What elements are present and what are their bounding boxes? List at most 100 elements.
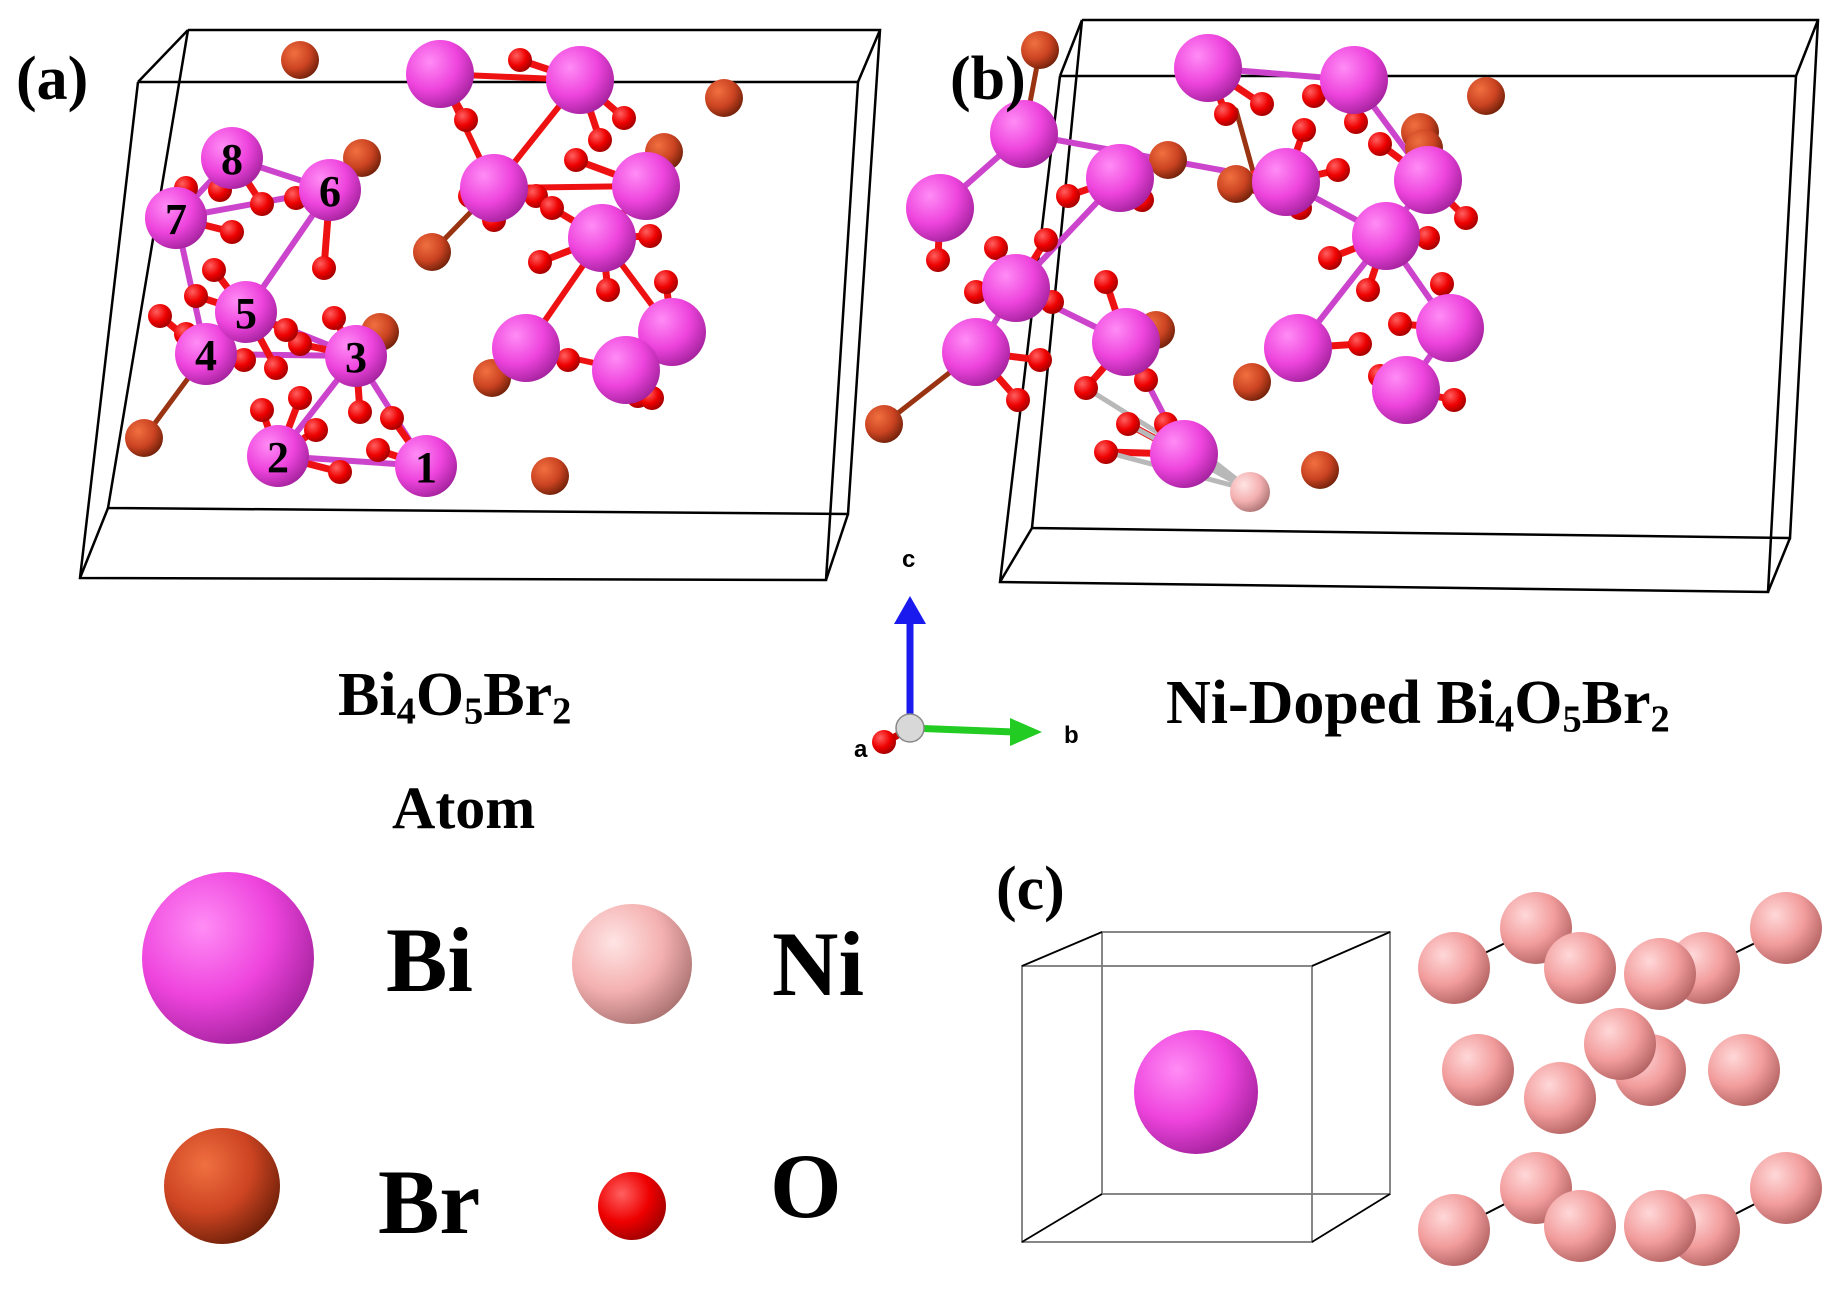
formula-a-br: Br [483,661,553,729]
o-atom [1250,92,1274,116]
br-atom [1021,31,1059,69]
axis-label-b: b [1064,722,1079,749]
atom-number-5: 5 [235,289,257,338]
legend-title: Atom [392,775,536,841]
bi-atom [1264,314,1332,382]
o-atom [1356,278,1380,302]
br-atom [865,405,903,443]
o-atom [1292,118,1316,142]
bi-atom [1320,46,1388,114]
o-atom [202,258,226,282]
ni-atom [1544,932,1616,1004]
o-atom [1302,84,1326,108]
formula-b-br: Br [1581,669,1651,737]
ni-atom [1708,1034,1780,1106]
o-atom [556,348,580,372]
atom-number-7: 7 [165,195,187,244]
br-atom [1467,77,1505,115]
ni-atom [1750,1152,1822,1224]
o-atom [148,304,172,328]
bi-atom [612,152,680,220]
o-atom [304,418,328,442]
o-atom [322,306,346,330]
o-atom [1344,110,1368,134]
o-atom [1034,228,1058,252]
o-atom [274,318,298,342]
o-atom [184,284,208,308]
axis-b-shaft [909,724,1015,736]
bi-atom-7 [145,187,207,249]
formula-b-o-count: 5 [1562,698,1582,741]
o-atom [612,106,636,130]
bi-atom-cubic [1134,1030,1258,1154]
o-atom [454,108,478,132]
o-atom [564,148,588,172]
br-atom [531,457,569,495]
panel-label-a: (a) [16,45,89,113]
o-atom [1326,158,1350,182]
bi-br-bond [1233,107,1259,185]
o-atom [1368,132,1392,156]
ni-atom [1750,892,1822,964]
bi-atom [1416,294,1484,362]
axis-label-c: c [902,546,916,573]
bi-atom [406,40,474,108]
o-atom [508,48,532,72]
formula-a-br-count: 2 [552,690,572,733]
o-atom [250,398,274,422]
bi-atom [1086,144,1154,212]
bi-atom-1 [395,435,457,497]
axis-b-arrowhead [1010,718,1042,746]
ni-atom [1442,1034,1514,1106]
o-atom [220,220,244,244]
br-atom [1149,141,1187,179]
ni-fcc-atoms [1418,892,1822,1266]
bi-atom [982,254,1050,322]
o-atom [1214,102,1238,126]
unit-cell-b [998,18,1820,594]
legend-label-br: Br [378,1151,481,1253]
legend-label-bi: Bi [386,909,473,1011]
bi-atom-2 [247,425,309,487]
formula-b-o: O [1514,669,1563,737]
bi-atom [1150,420,1218,488]
br-atom [125,419,163,457]
atom-number-6: 6 [319,167,341,216]
o-atom [1348,332,1372,356]
legend-label-ni: Ni [772,913,864,1015]
bi-atom [1174,34,1242,102]
bi-atom [1092,308,1160,376]
br-atom [281,41,319,79]
br-atom [1233,363,1271,401]
o-atom [1094,440,1118,464]
bond-layer [141,47,1470,511]
bi-atom [906,174,974,242]
ni-atom [1624,1190,1696,1262]
formula-a-o-count: 5 [464,690,484,733]
bi-atom [546,46,614,114]
axis-origin [895,713,925,743]
br-atom [1301,451,1339,489]
formula-a-bi: Bi [338,661,397,729]
legend-spheres [142,872,692,1244]
formula-a-o: O [415,661,465,729]
ni-atom [1544,1190,1616,1262]
o-atom [1430,272,1454,296]
o-atom [1388,312,1412,336]
o-atom [964,280,988,304]
bi-atom [592,336,660,404]
bi-atom-3 [325,325,387,387]
formula-b-br-count: 2 [1650,698,1670,741]
axis-label-a: a [854,736,868,763]
o-atom [528,250,552,274]
bi-atom [638,298,706,366]
bi-atom [1372,356,1440,424]
axis-c-arrowhead [894,596,926,624]
o-atom [232,348,256,372]
formula-a: Bi4O5Br2 [338,661,571,731]
atom-number-4: 4 [195,331,217,380]
o-atom [1134,368,1158,392]
o-atom [1028,348,1052,372]
